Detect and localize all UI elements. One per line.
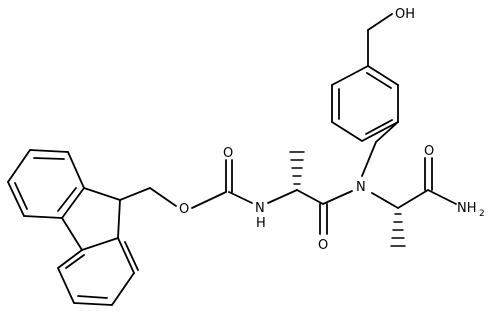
carbamate-hydrogen-label: H: [256, 216, 266, 231]
alanine-1: [267, 151, 353, 235]
oh-label: OH: [395, 7, 415, 22]
amide1-oxygen-label: O: [318, 238, 328, 253]
amide2-oxygen-label: O: [424, 144, 434, 159]
fluorene-bottom-ring: [57, 237, 139, 306]
fluorene-five-ring: [61, 187, 121, 251]
fmoc-linker: [119, 159, 253, 209]
amine-nh-label: NH: [457, 201, 477, 216]
amine-subscript-label: 2: [479, 209, 485, 219]
carbamate-carbonyl-oxygen-label: O: [223, 146, 233, 161]
fluorene-left-ring: [7, 149, 85, 219]
methyl-hash-1: [289, 151, 305, 185]
alanine-2: [371, 157, 457, 247]
atom-labels: OH O O N H O N O NH 2: [179, 7, 485, 253]
tertiary-nitrogen-label: N: [356, 180, 366, 195]
carbamate-nitrogen-label: N: [255, 201, 265, 216]
methyl-hash-2: [390, 213, 406, 247]
carbamate-ester-oxygen-label: O: [179, 202, 189, 217]
aryl-ring: [331, 13, 399, 177]
